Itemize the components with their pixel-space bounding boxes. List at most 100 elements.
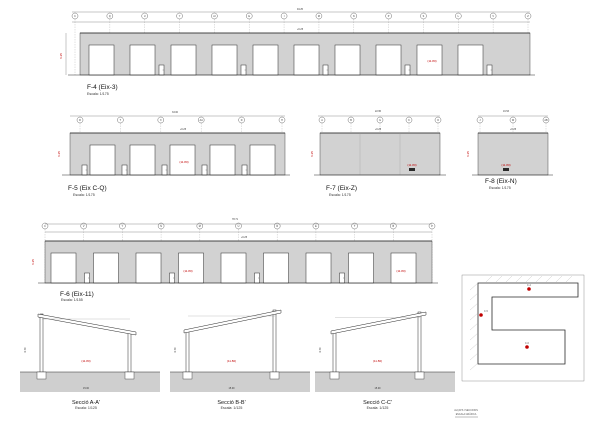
f5-doors [81, 144, 276, 176]
axis-bubble [315, 12, 323, 20]
section-height: 6.70 [174, 347, 177, 352]
axis-label: P [431, 225, 433, 228]
title-block: ALÇATS I SECCIONS ESCALA GRÀFICA [454, 409, 478, 418]
axis-label: I [284, 15, 285, 18]
f7-wall [319, 132, 441, 176]
f8-level-marker: (11.80) [501, 163, 510, 167]
roller-door [211, 44, 238, 76]
axis-bubble [476, 116, 484, 124]
axis-label: T [354, 225, 356, 228]
axis-bubble [235, 222, 242, 230]
column-left [39, 313, 44, 373]
axis-label: B [392, 225, 394, 228]
section-level-marker: (11.80) [81, 359, 90, 363]
section-height: 6.70 [24, 347, 27, 352]
axis-bubble [280, 12, 288, 20]
f4-scale: Escala: 1/175 [87, 92, 109, 96]
axis-bubble [176, 12, 183, 20]
column-right [417, 311, 422, 373]
axis-bubble [71, 12, 79, 20]
f7-scale: Escala: 1/175 [329, 193, 351, 197]
key-plan-label-f5: F-5 [484, 310, 488, 313]
roller-door [305, 252, 332, 284]
footing-right [414, 371, 425, 380]
footing-left [329, 371, 340, 380]
axis-bubble [524, 12, 532, 20]
roof-beam [183, 309, 282, 334]
roller-door [348, 252, 374, 284]
roller-door [170, 44, 197, 76]
axis-label: A [321, 119, 323, 122]
axis-bubble [278, 116, 286, 124]
f5-level-top: +6.25 [180, 128, 187, 131]
key-plan-marker-f6 [525, 345, 529, 349]
roller-door [129, 144, 156, 176]
f7-title: F-7 (Eix-Z) [326, 185, 357, 192]
axis-label: G [379, 119, 381, 122]
roller-door [50, 252, 77, 284]
axis-bubble [390, 222, 397, 230]
f6-overall-dimension: 78.71 [232, 218, 239, 221]
axis-bubble [274, 222, 281, 230]
column-left [185, 329, 190, 373]
axis-bubble [196, 222, 203, 230]
title-block-line2: ESCALA GRÀFICA [456, 413, 477, 416]
roller-door [249, 144, 276, 176]
footing-right [124, 371, 135, 380]
f4-height-dim: 6.25 [59, 53, 63, 59]
section-span: 15.00 [229, 387, 236, 390]
f6-level-marker: (11.80) [183, 269, 192, 273]
axis-bubble [351, 222, 358, 230]
axis-label: U [238, 225, 240, 228]
section-cc: 15.006.70(11.80)Secció C-C'Escala: 1/125 [315, 311, 455, 410]
key-plan-label-f6: F-6 [525, 342, 529, 345]
f5-height-dim: 6.25 [57, 151, 61, 157]
axis-label: X [160, 119, 162, 122]
axis-bubble [117, 116, 124, 124]
axis-label: Z [527, 15, 529, 18]
key-plan-hatching [469, 275, 573, 371]
axis-label: E [315, 225, 317, 228]
roller-door [293, 44, 320, 76]
roller-door [169, 144, 196, 176]
f8-wall [477, 132, 549, 176]
section-title: Secció B-B' [217, 400, 245, 406]
axis-label: N [353, 15, 355, 18]
f8-height-dim: 6.25 [466, 151, 470, 157]
axis-label: Y [122, 225, 124, 228]
axis-bubble [385, 12, 392, 20]
axis-bubble [489, 12, 497, 20]
axis-label: M [318, 15, 320, 18]
section-level-marker: (11.80) [227, 359, 236, 363]
f4-title: F-4 (Eix-3) [87, 84, 118, 91]
roller-door [416, 44, 443, 76]
f6-level-marker-2: (11.80) [396, 269, 405, 273]
section-scale: Escala: 1/125 [75, 406, 97, 410]
axis-bubble [119, 222, 126, 230]
section-scale: Escala: 1/125 [221, 406, 243, 410]
axis-bubble [420, 12, 427, 20]
f5-scale: Escala: 1/175 [73, 193, 95, 197]
key-plan-outline [477, 282, 579, 365]
axis-bubble [509, 116, 517, 124]
f8-scale: Escala: 1/175 [489, 186, 511, 190]
f7-level-marker: (11.80) [407, 163, 416, 167]
f7-height-dim: 6.25 [310, 151, 314, 157]
axis-label: K [408, 119, 410, 122]
axis-label: C [74, 15, 76, 18]
axis-label: T [120, 119, 122, 122]
axis-label: Y [179, 15, 181, 18]
axis-label: H [281, 119, 283, 122]
axis-label: E [248, 15, 250, 18]
roller-door [375, 44, 402, 76]
axis-bubble [211, 12, 218, 20]
axis-label: W [512, 119, 515, 122]
f6-height-dim: 6.25 [31, 259, 35, 265]
roof-beam [37, 313, 137, 336]
key-plan-frame [461, 274, 585, 382]
section-height: 6.70 [319, 347, 322, 352]
